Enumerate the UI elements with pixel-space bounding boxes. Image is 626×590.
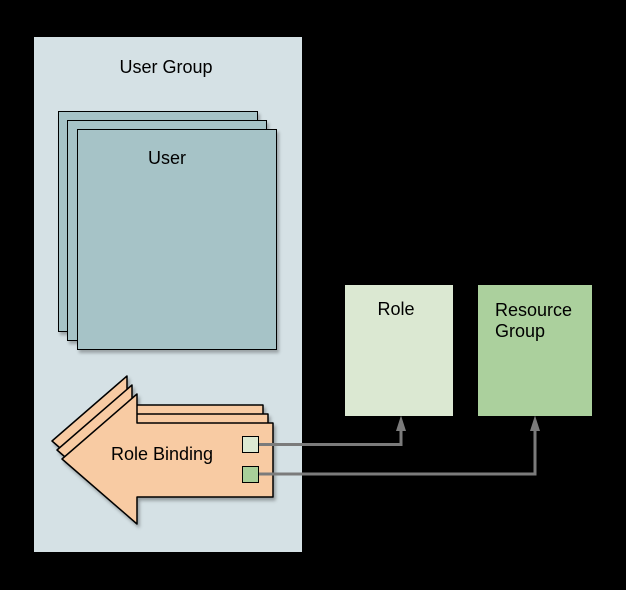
role-label: Role bbox=[377, 299, 415, 319]
user-group-label: User Group bbox=[119, 57, 213, 77]
connector-role-arrowhead-icon bbox=[396, 415, 406, 431]
connector-resource-group-arrowhead-icon bbox=[530, 415, 540, 431]
resource-group-box bbox=[478, 285, 592, 416]
user-card-front bbox=[77, 129, 277, 350]
role-binding-label: Role Binding bbox=[110, 444, 214, 464]
resource-group-label: Resource Group bbox=[495, 300, 573, 341]
role-box bbox=[345, 285, 453, 416]
resource-group-reference-square bbox=[242, 466, 259, 483]
user-label: User bbox=[147, 148, 187, 168]
role-reference-square bbox=[242, 436, 259, 453]
